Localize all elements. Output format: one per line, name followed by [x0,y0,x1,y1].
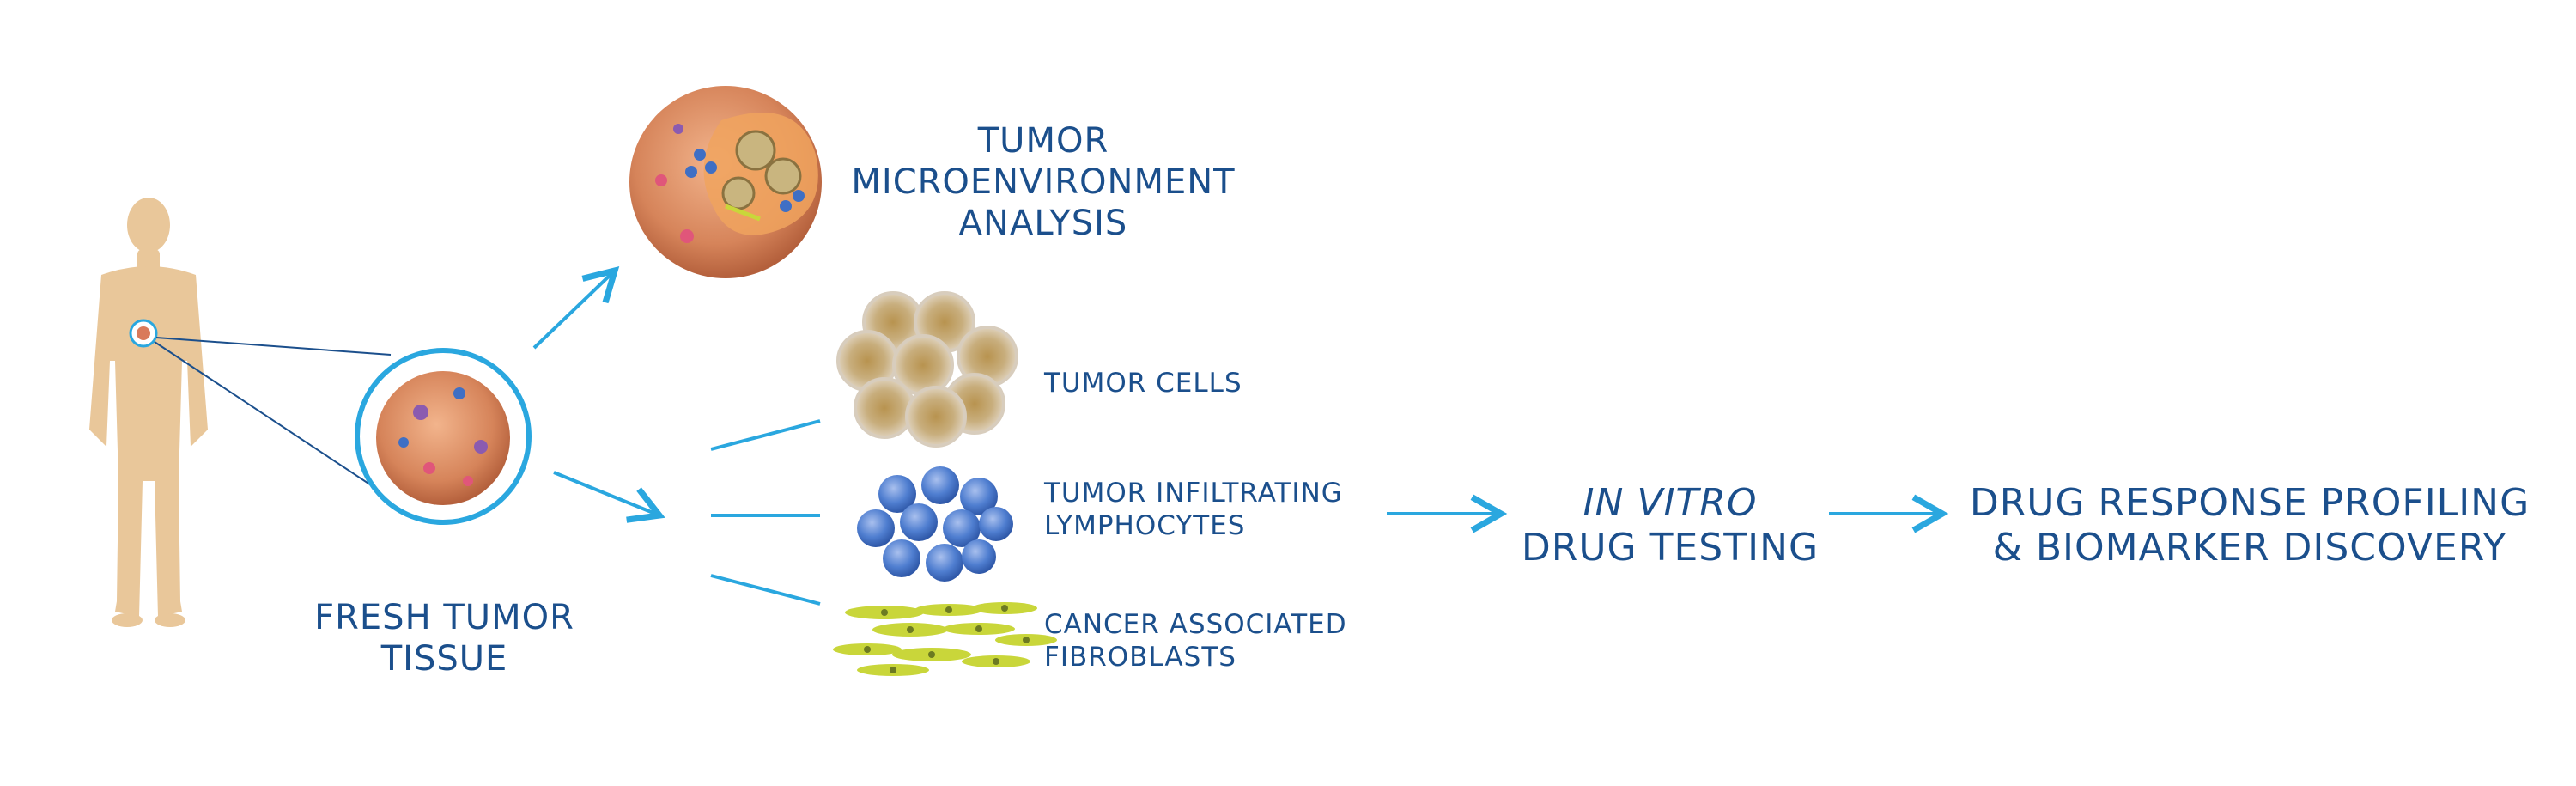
lymphocytes-label: TUMOR INFILTRATING LYMPHOCYTES [1044,478,1343,541]
fresh-tumor-icon [376,371,510,505]
drug-response-label: DRUG RESPONSE PROFILING & BIOMARKER DISC… [1969,481,2530,570]
microenvironment-label: TUMOR MICROENVIRONMENT ANALYSIS [851,121,1236,243]
in-vitro-label: IN VITRO DRUG TESTING [1521,481,1820,570]
human-body-icon [89,198,208,627]
tumor-cells-icon [836,291,1018,448]
lymphocytes-icon [857,466,1013,582]
zoom-line-top [155,337,392,356]
branch-line-fibroblasts [710,574,821,606]
branch-line-tumor-cells [710,419,821,451]
fresh-tumor-label: FRESH TUMOR TISSUE [314,598,574,679]
arrow-to-cell-types [553,471,665,523]
tumor-microenvironment-icon [629,86,822,278]
zoom-line-bottom [154,341,392,499]
arrow-to-microenvironment [532,265,620,350]
fibroblasts-label: CANCER ASSOCIATED FIBROBLASTS [1044,609,1347,673]
tumor-cells-label: TUMOR CELLS [1044,368,1242,399]
